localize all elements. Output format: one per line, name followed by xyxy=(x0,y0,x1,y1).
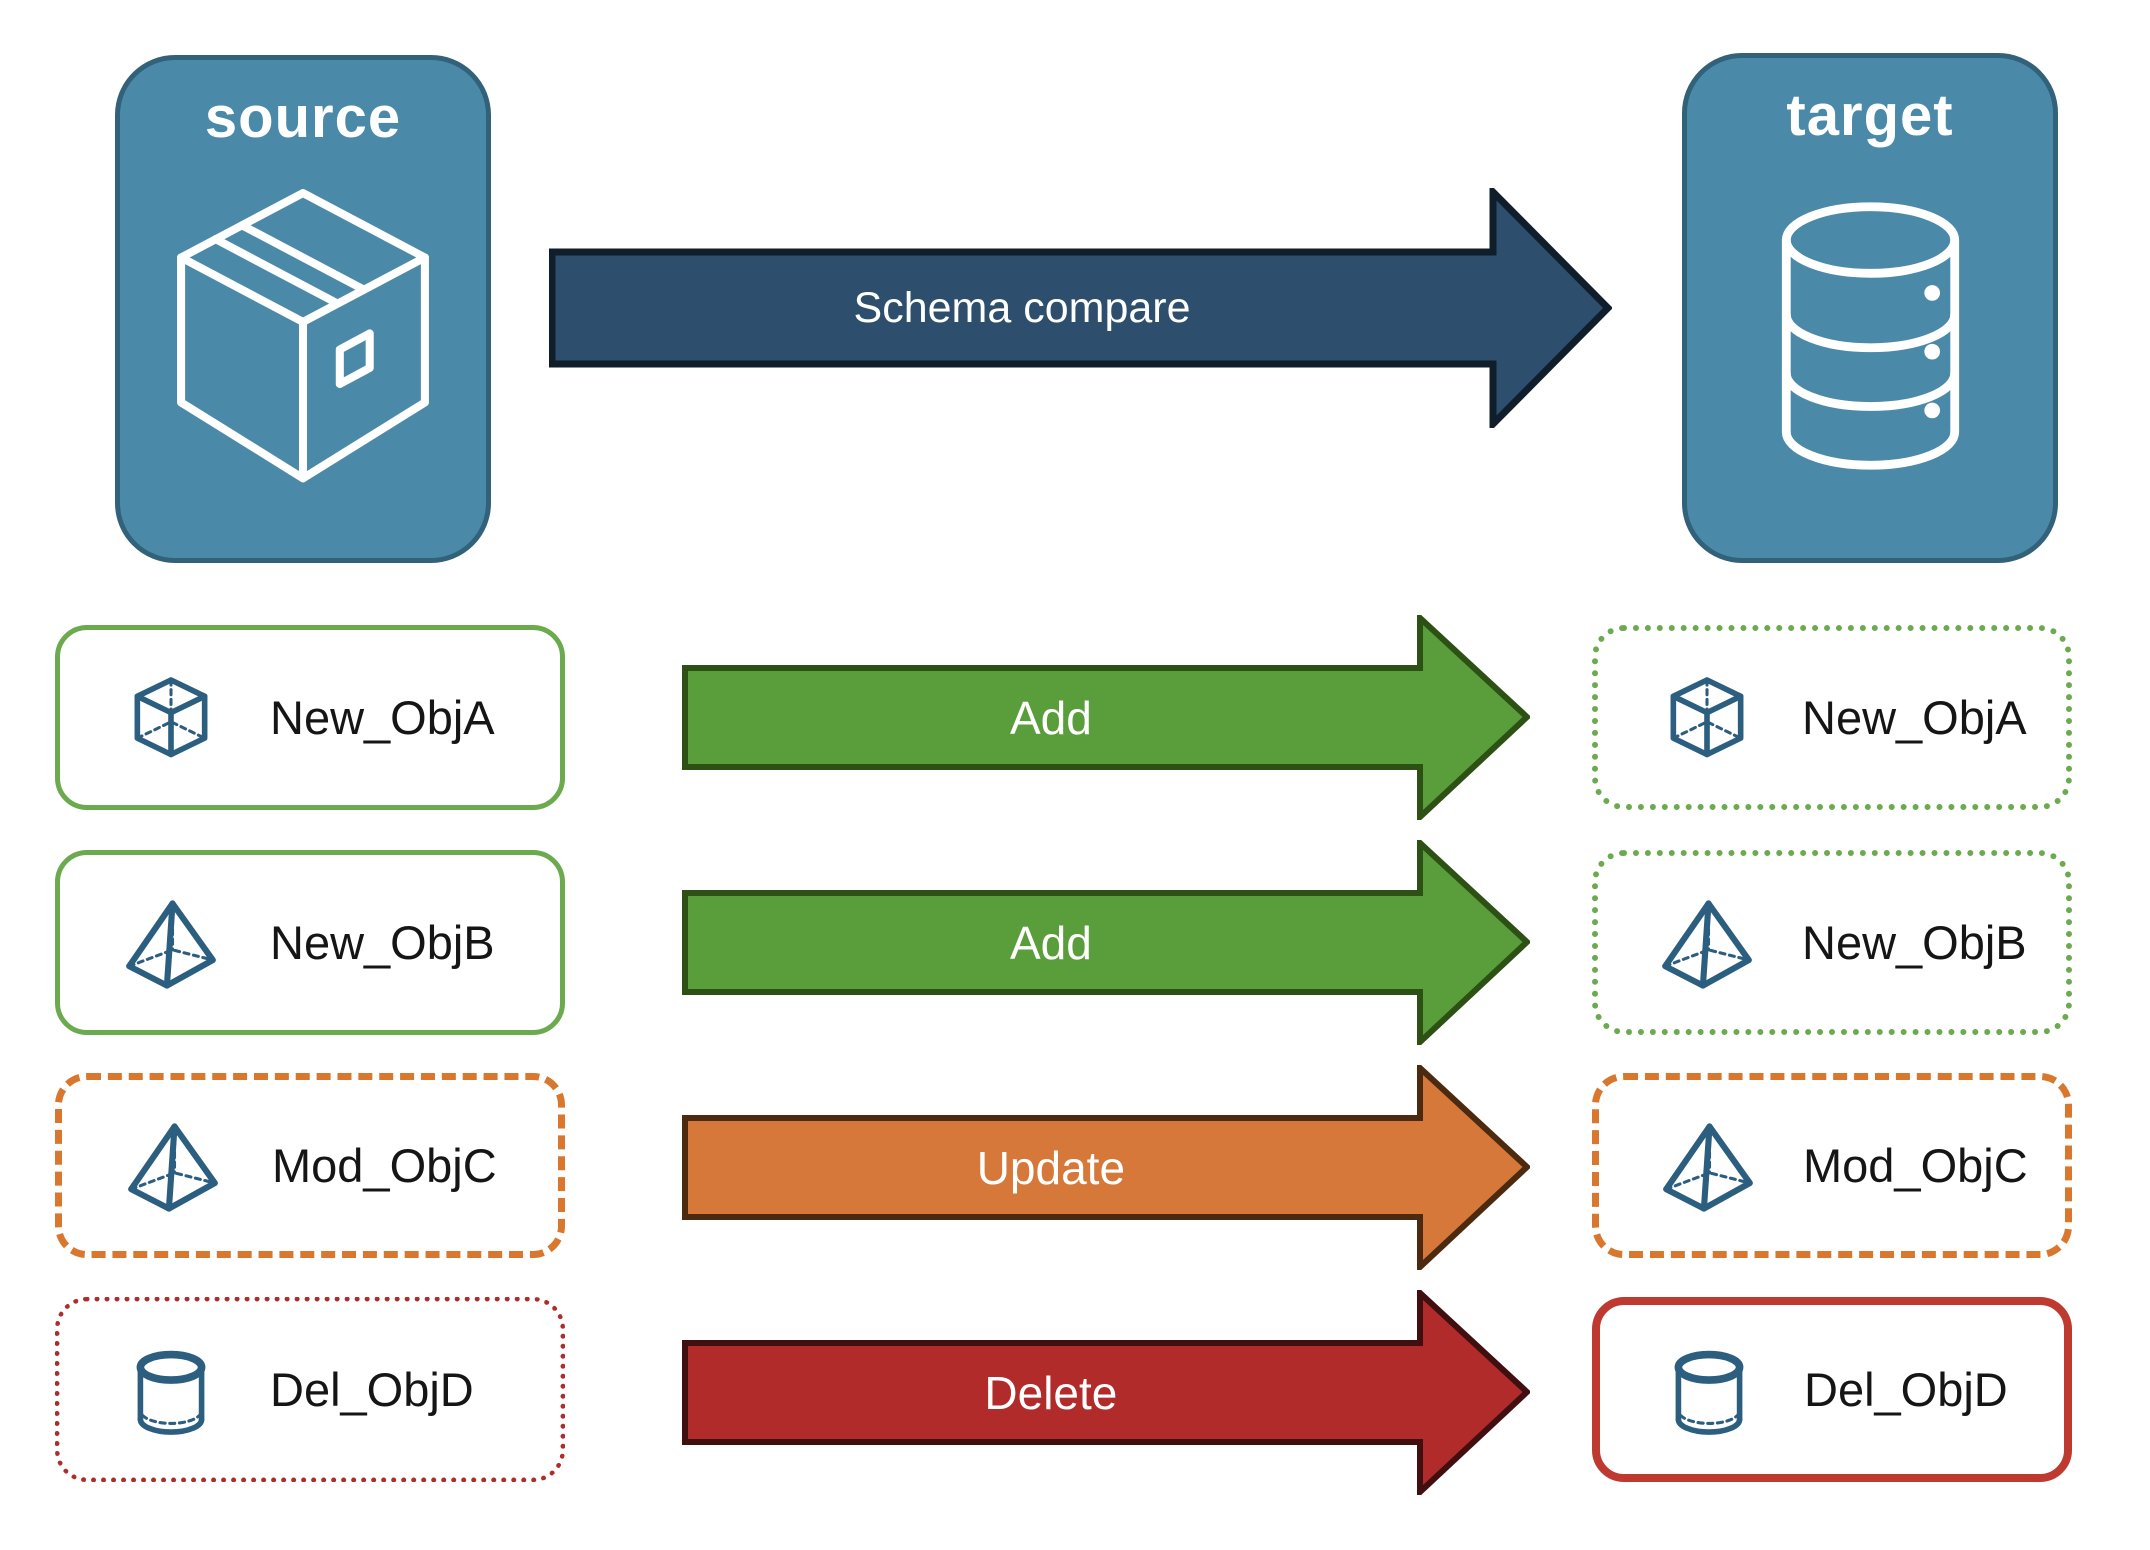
cylinder-icon xyxy=(120,1342,222,1438)
schema-compare-arrow: Schema compare xyxy=(549,188,1612,428)
arrow-shape xyxy=(682,615,1530,820)
package-icon xyxy=(158,177,448,499)
target-box-new-obja: New_ObjA xyxy=(1592,625,2072,810)
add-arrow-row1: Add xyxy=(682,615,1530,820)
action-label: Delete xyxy=(984,1366,1118,1419)
schema-compare-label: Schema compare xyxy=(853,283,1191,332)
add-arrow-row2: Add xyxy=(682,840,1530,1045)
target-node: target xyxy=(1682,53,2058,563)
cube-icon xyxy=(1656,670,1758,766)
object-label: Mod_ObjC xyxy=(1803,1139,2028,1192)
object-label: Mod_ObjC xyxy=(272,1139,497,1192)
database-icon xyxy=(1753,189,1988,483)
action-label: Add xyxy=(1009,691,1092,744)
pyramid-icon xyxy=(122,1118,224,1214)
arrow-shape xyxy=(682,840,1530,1045)
cylinder-icon xyxy=(1658,1342,1760,1438)
object-label: New_ObjA xyxy=(270,691,495,744)
target-box-mod-objc: Mod_ObjC xyxy=(1592,1073,2072,1258)
action-label: Add xyxy=(1009,916,1092,969)
object-label: Del_ObjD xyxy=(1804,1363,2008,1416)
pyramid-icon xyxy=(120,895,222,991)
source-box-del-objd: Del_ObjD xyxy=(55,1297,565,1482)
source-box-mod-objc: Mod_ObjC xyxy=(55,1073,565,1258)
object-label: Del_ObjD xyxy=(270,1363,474,1416)
arrow-shape xyxy=(549,188,1612,428)
pyramid-icon xyxy=(1657,1118,1759,1214)
delete-arrow-row4: Delete xyxy=(682,1290,1530,1495)
target-node-label: target xyxy=(1786,83,1954,148)
arrow-shape xyxy=(682,1290,1530,1495)
action-label: Update xyxy=(976,1141,1126,1194)
update-arrow-row3: Update xyxy=(682,1065,1530,1270)
target-box-del-objd: Del_ObjD xyxy=(1592,1297,2072,1482)
source-node-label: source xyxy=(204,85,402,150)
source-box-new-objb: New_ObjB xyxy=(55,850,565,1035)
source-box-new-obja: New_ObjA xyxy=(55,625,565,810)
pyramid-icon xyxy=(1656,895,1758,991)
arrow-shape xyxy=(682,1065,1530,1270)
source-node: source xyxy=(115,55,491,563)
object-label: New_ObjB xyxy=(270,916,495,969)
cube-icon xyxy=(120,670,222,766)
object-label: New_ObjA xyxy=(1802,691,2027,744)
target-box-new-objb: New_ObjB xyxy=(1592,850,2072,1035)
object-label: New_ObjB xyxy=(1802,916,2027,969)
